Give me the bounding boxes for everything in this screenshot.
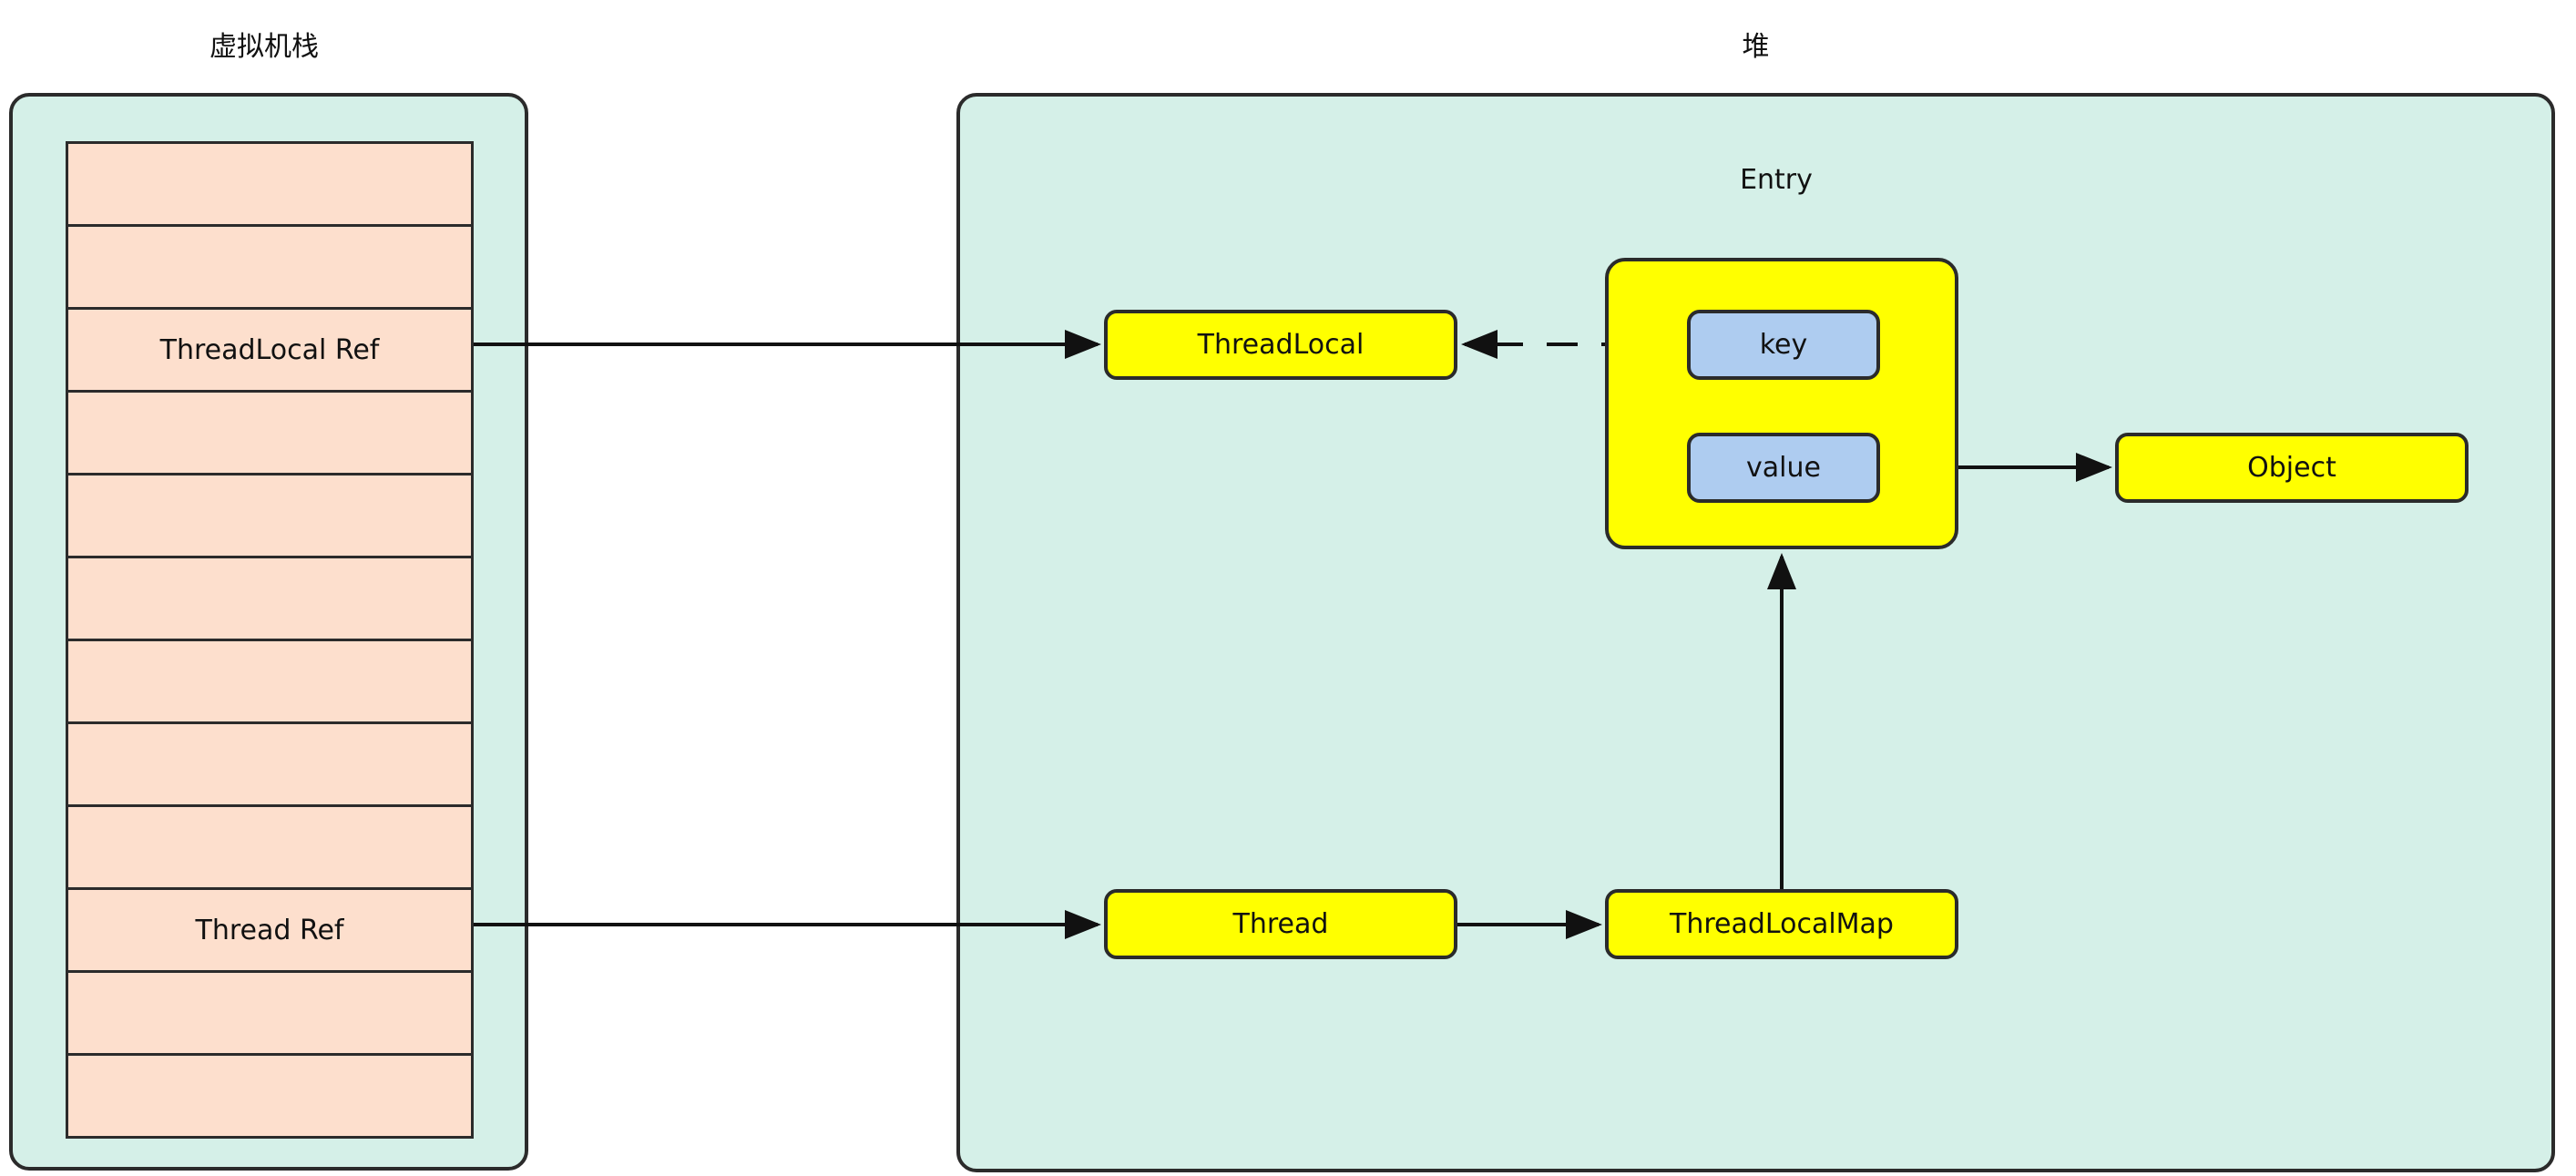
heap-title: 堆 bbox=[1742, 31, 1770, 63]
threadlocal-node[interactable]: ThreadLocal bbox=[1104, 310, 1457, 380]
heap-container bbox=[956, 93, 2555, 1172]
key-box[interactable]: key bbox=[1687, 310, 1880, 380]
stack-cell bbox=[66, 224, 474, 310]
entry-box[interactable] bbox=[1605, 258, 1958, 549]
stack-cell-thread-ref: Thread Ref bbox=[66, 887, 474, 973]
threadlocalmap-node[interactable]: ThreadLocalMap bbox=[1605, 889, 1958, 959]
stack-cell bbox=[66, 804, 474, 890]
stack-cell bbox=[66, 721, 474, 807]
stack-cell bbox=[66, 639, 474, 724]
stack-cell bbox=[66, 141, 474, 227]
stack-cell bbox=[66, 970, 474, 1056]
value-box[interactable]: value bbox=[1687, 433, 1880, 503]
stack-cell bbox=[66, 473, 474, 558]
stack-cell bbox=[66, 1053, 474, 1139]
stack-cell bbox=[66, 556, 474, 641]
object-node[interactable]: Object bbox=[2115, 433, 2469, 503]
entry-label: Entry bbox=[1740, 164, 1813, 196]
stack-title: 虚拟机栈 bbox=[210, 31, 319, 63]
thread-node[interactable]: Thread bbox=[1104, 889, 1457, 959]
stack-cell-threadlocal-ref: ThreadLocal Ref bbox=[66, 307, 474, 393]
stack-frame-table: ThreadLocal Ref Thread Ref bbox=[66, 141, 474, 1139]
stack-cell bbox=[66, 390, 474, 476]
